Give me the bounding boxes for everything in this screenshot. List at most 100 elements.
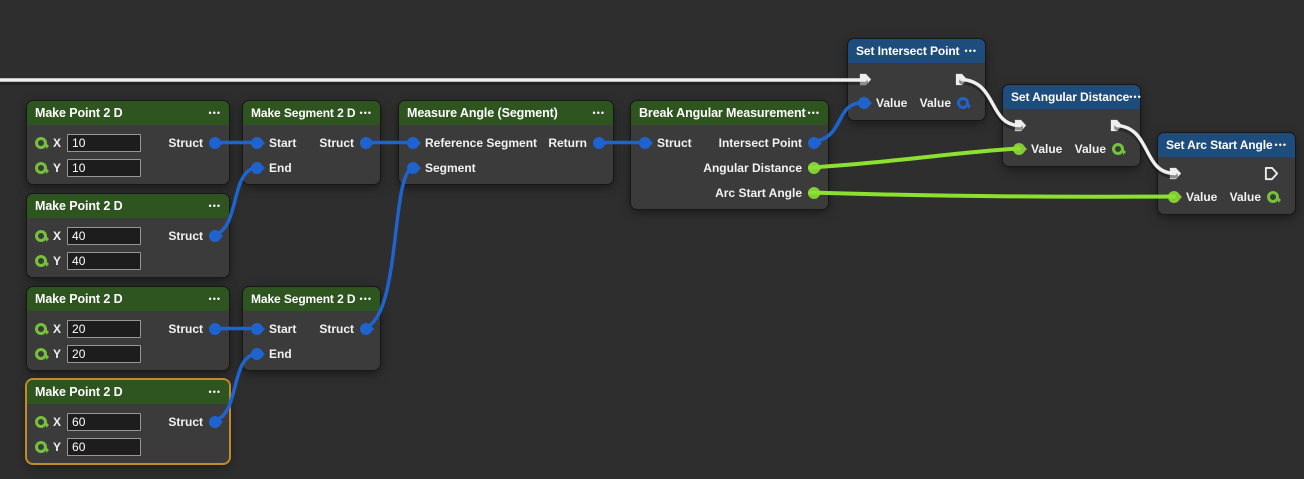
node-header[interactable]: Set Angular Distance ••• — [1003, 85, 1142, 109]
y-label: Y — [53, 346, 62, 361]
struct-label: Struct — [319, 135, 354, 150]
return-label: Return — [548, 135, 587, 150]
segment-input-port[interactable] — [407, 161, 421, 174]
node-header[interactable]: Make Point 2 D ••• — [27, 287, 229, 311]
node-header[interactable]: Set Intersect Point ••• — [848, 39, 985, 63]
node-header[interactable]: Make Segment 2 D ••• — [243, 287, 380, 311]
x-input-port[interactable] — [35, 229, 49, 242]
node-make-segment-2d-2[interactable]: Make Segment 2 D ••• Start Struct End — [243, 287, 380, 370]
node-make-point-2d-1[interactable]: Make Point 2 D ••• X Struct Y — [27, 101, 229, 184]
exec-in-pin[interactable] — [858, 72, 873, 87]
segment-label: Segment — [425, 160, 476, 175]
value-out-label: Value — [1229, 189, 1261, 204]
node-make-segment-2d-1[interactable]: Make Segment 2 D ••• Start Struct End — [243, 101, 380, 184]
value-input-port[interactable] — [858, 96, 872, 109]
value-input-port[interactable] — [1013, 142, 1027, 155]
node-break-angular-measurement[interactable]: Break Angular Measurement ••• Struct Int… — [631, 101, 828, 209]
struct-output-port[interactable] — [209, 322, 223, 335]
node-menu-button[interactable]: ••• — [208, 108, 221, 118]
node-menu-button[interactable]: ••• — [1129, 92, 1142, 102]
struct-label: Struct — [168, 414, 203, 429]
return-output-port[interactable] — [593, 136, 607, 149]
node-title: Make Segment 2 D — [251, 292, 356, 306]
value-output-port[interactable] — [1112, 142, 1126, 155]
struct-output-port[interactable] — [360, 322, 374, 335]
y-input-port[interactable] — [35, 254, 49, 267]
wire-bam-sad-value[interactable] — [808, 146, 1021, 170]
node-menu-button[interactable]: ••• — [359, 108, 372, 118]
node-menu-button[interactable]: ••• — [208, 201, 221, 211]
node-menu-button[interactable]: ••• — [208, 294, 221, 304]
node-menu-button[interactable]: ••• — [359, 294, 372, 304]
node-menu-button[interactable]: ••• — [592, 108, 605, 118]
struct-label: Struct — [168, 135, 203, 150]
arc-start-angle-output-port[interactable] — [808, 186, 822, 199]
node-menu-button[interactable]: ••• — [807, 108, 820, 118]
value-in-label: Value — [1186, 189, 1218, 204]
node-header[interactable]: Make Point 2 D ••• — [27, 194, 229, 218]
node-header[interactable]: Set Arc Start Angle ••• — [1158, 133, 1295, 157]
y-value-input[interactable] — [67, 437, 142, 456]
node-set-intersect-point[interactable]: Set Intersect Point ••• Value Value — [848, 39, 985, 120]
struct-output-port[interactable] — [209, 229, 223, 242]
x-input-port[interactable] — [35, 136, 49, 149]
struct-output-port[interactable] — [209, 136, 223, 149]
x-value-input[interactable] — [67, 226, 142, 245]
struct-label: Struct — [319, 321, 354, 336]
x-value-input[interactable] — [67, 319, 142, 338]
node-measure-angle-segment[interactable]: Measure Angle (Segment) ••• Reference Se… — [399, 101, 613, 184]
node-menu-button[interactable]: ••• — [208, 387, 221, 397]
node-header[interactable]: Make Point 2 D ••• — [27, 101, 229, 125]
y-input-port[interactable] — [35, 347, 49, 360]
y-input-port[interactable] — [35, 161, 49, 174]
value-in-label: Value — [1031, 141, 1063, 156]
angular-distance-label: Angular Distance — [703, 160, 802, 175]
x-input-port[interactable] — [35, 322, 49, 335]
value-output-port[interactable] — [957, 96, 971, 109]
node-set-arc-start-angle[interactable]: Set Arc Start Angle ••• Value Value — [1158, 133, 1295, 214]
y-input-port[interactable] — [35, 440, 49, 453]
y-value-input[interactable] — [67, 158, 142, 177]
exec-out-pin[interactable] — [1109, 118, 1124, 133]
x-input-port[interactable] — [35, 415, 49, 428]
x-label: X — [53, 135, 62, 150]
node-title: Set Arc Start Angle — [1166, 138, 1273, 152]
exec-in-pin[interactable] — [1168, 166, 1183, 181]
x-value-input[interactable] — [67, 133, 142, 152]
x-label: X — [53, 414, 62, 429]
node-header[interactable]: Make Point 2 D ••• — [27, 380, 229, 404]
start-input-port[interactable] — [251, 136, 265, 149]
exec-out-pin[interactable] — [1264, 166, 1279, 181]
struct-input-port[interactable] — [639, 136, 653, 149]
x-value-input[interactable] — [67, 412, 142, 431]
value-input-port[interactable] — [1168, 190, 1182, 203]
node-header[interactable]: Break Angular Measurement ••• — [631, 101, 828, 125]
node-set-angular-distance[interactable]: Set Angular Distance ••• Value Value — [1003, 85, 1142, 166]
node-make-point-2d-4[interactable]: Make Point 2 D ••• X Struct Y — [27, 380, 229, 463]
end-input-port[interactable] — [251, 347, 265, 360]
struct-output-port[interactable] — [209, 415, 223, 428]
node-header[interactable]: Make Segment 2 D ••• — [243, 101, 380, 125]
node-menu-button[interactable]: ••• — [964, 46, 977, 56]
node-make-point-2d-3[interactable]: Make Point 2 D ••• X Struct Y — [27, 287, 229, 370]
value-output-port[interactable] — [1267, 190, 1281, 203]
node-menu-button[interactable]: ••• — [1274, 140, 1287, 150]
exec-out-pin[interactable] — [954, 72, 969, 87]
node-make-point-2d-2[interactable]: Make Point 2 D ••• X Struct Y — [27, 194, 229, 277]
intersect-point-output-port[interactable] — [808, 136, 822, 149]
angular-distance-output-port[interactable] — [808, 161, 822, 174]
y-value-input[interactable] — [67, 344, 142, 363]
y-value-input[interactable] — [67, 251, 142, 270]
struct-output-port[interactable] — [360, 136, 374, 149]
reference-segment-input-port[interactable] — [407, 136, 421, 149]
y-label: Y — [53, 160, 62, 175]
struct-label: Struct — [168, 321, 203, 336]
exec-in-pin[interactable] — [1013, 118, 1028, 133]
wire-bam-sasa-value[interactable] — [808, 190, 1176, 199]
end-input-port[interactable] — [251, 161, 265, 174]
start-input-port[interactable] — [251, 322, 265, 335]
start-label: Start — [269, 135, 297, 150]
node-title: Make Point 2 D — [35, 199, 123, 213]
node-header[interactable]: Measure Angle (Segment) ••• — [399, 101, 613, 125]
